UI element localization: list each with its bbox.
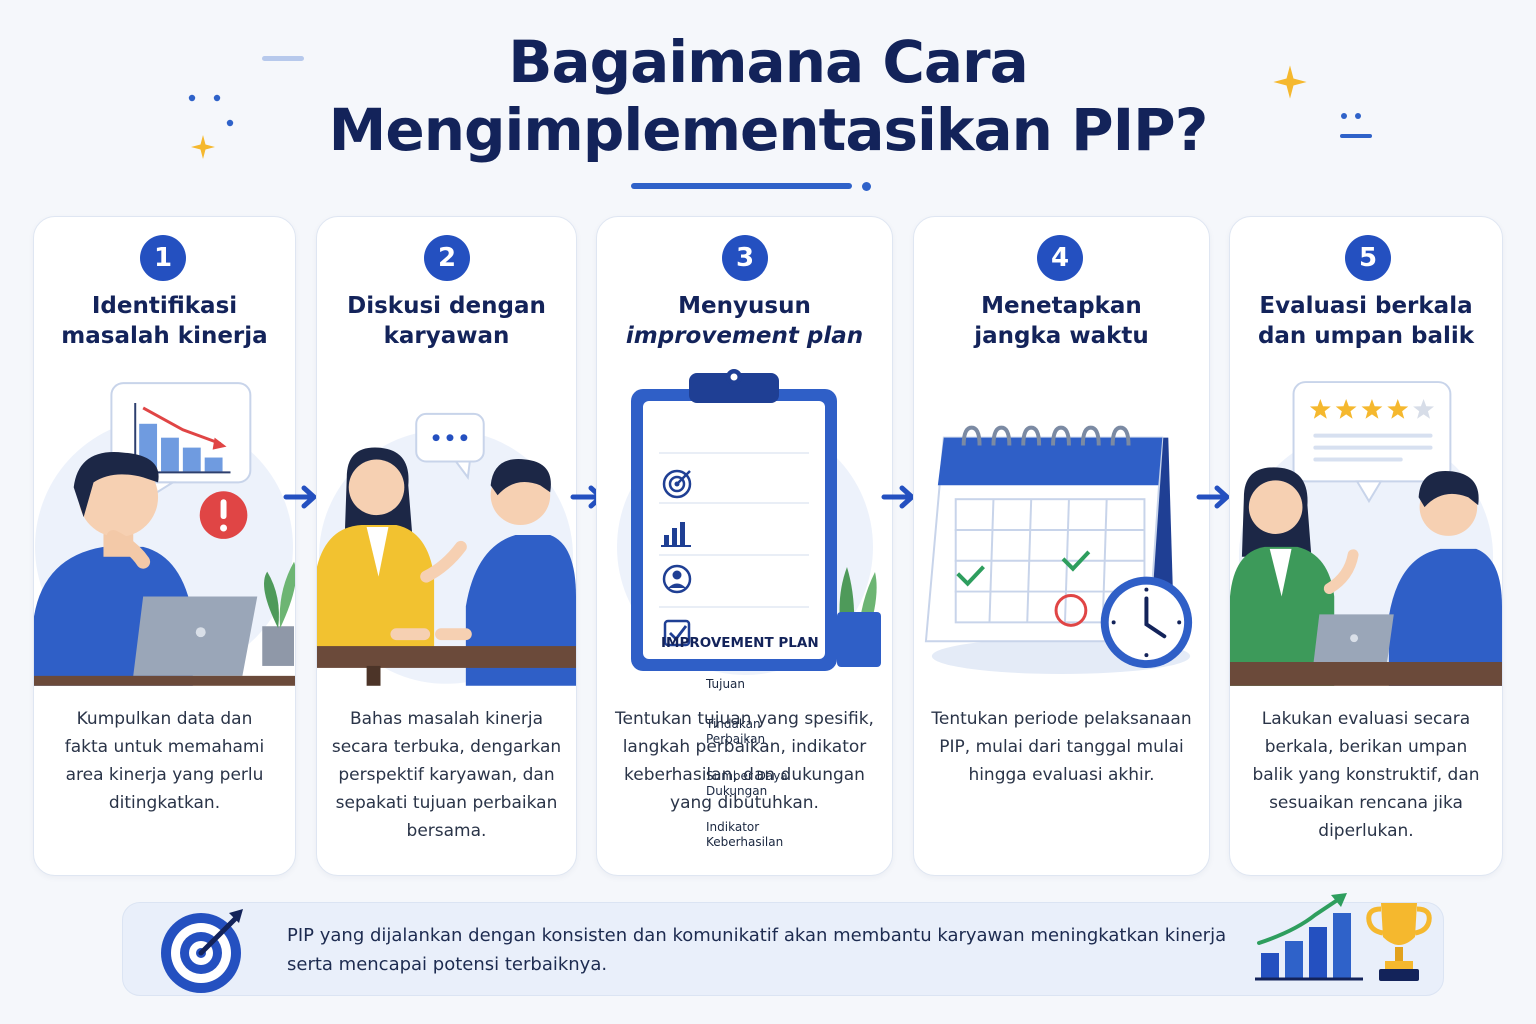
- alert-icon: [199, 491, 248, 539]
- step-title: Diskusi dengan karyawan: [317, 291, 576, 351]
- star-filled-icon: [1361, 398, 1383, 419]
- plan-item-label: Keberhasilan: [706, 835, 784, 849]
- step-title-line: Menetapkan: [981, 293, 1142, 319]
- step-title-line: karyawan: [383, 323, 510, 349]
- chart-bubble-icon: [110, 382, 252, 504]
- step-title: Identifikasi masalah kinerja: [34, 291, 295, 351]
- person-icon: [662, 564, 692, 594]
- step-title-line: dan umpan balik: [1257, 323, 1475, 349]
- illustration-feedback: [1230, 381, 1502, 686]
- star-rating: [1309, 398, 1434, 419]
- step-title-line: improvement plan: [625, 323, 864, 349]
- plan-item-support: Sumber Daya Dukungan: [706, 769, 892, 799]
- illustration-discussion: [317, 412, 576, 686]
- step-card-4: 4 Menetapkan jangka waktu Tentukan p: [913, 216, 1210, 876]
- checkbox-icon: [663, 619, 691, 647]
- arrow-right-icon: [1196, 485, 1230, 509]
- step-title-line: Identifikasi: [91, 293, 238, 319]
- decor-dots-right: [1340, 113, 1372, 138]
- plan-item-goal: Tujuan: [706, 677, 892, 692]
- step-description: Tentukan periode pelaksanaan PIP, mulai …: [931, 709, 1192, 785]
- title-line-1: Bagaimana Cara: [508, 28, 1029, 96]
- star-filled-icon: [1309, 398, 1331, 419]
- growth-chart-icon: [1255, 893, 1363, 981]
- step-card-5: 5 Evaluasi berkala dan umpan balik Lakuk…: [1229, 216, 1503, 876]
- plan-item-label: Perbaikan: [706, 732, 766, 746]
- decor-dots-left: [188, 94, 234, 127]
- step-number-badge: 1: [140, 235, 186, 281]
- sparkle-icon: [1273, 65, 1307, 99]
- illustration-thinking-person: [34, 382, 295, 686]
- step-number-badge: 2: [424, 235, 470, 281]
- title-underline-dot: [862, 182, 871, 191]
- plan-item-label: Sumber Daya: [706, 769, 788, 783]
- illustration-clipboard: IMPROVEMENT PLAN Tujuan Tindakan Perbaik…: [597, 367, 892, 849]
- step-title-line: Menyusun: [678, 293, 811, 319]
- page-title: Bagaimana Cara Mengimplementasikan PIP?: [0, 28, 1536, 164]
- step-description: Tentukan tujuan yang spesifik, langkah p…: [615, 709, 874, 813]
- star-filled-icon: [1387, 398, 1409, 419]
- step-number-badge: 4: [1037, 235, 1083, 281]
- step-card-1: 1 Identifikasi masalah kinerja: [33, 216, 296, 876]
- step-card-3: 3 Menyusun improvement plan: [596, 216, 893, 876]
- arrow-right-icon: [283, 485, 317, 509]
- plan-item-label: Tujuan: [706, 677, 746, 691]
- plan-item-label: Dukungan: [706, 784, 768, 798]
- step-description: Bahas masalah kinerja secara terbuka, de…: [331, 709, 562, 841]
- clock-icon: [1100, 576, 1193, 669]
- bar-chart-icon: [661, 522, 691, 547]
- decor-dash-left: [262, 56, 304, 61]
- plan-item-label: Tindakan: [706, 717, 761, 731]
- sparkle-icon: [191, 135, 215, 159]
- check-icon: [1061, 550, 1091, 572]
- step-title-line: masalah kinerja: [61, 323, 268, 349]
- step-card-2: 2 Diskusi dengan karyawan Bahas masalah …: [316, 216, 577, 876]
- plan-heading: IMPROVEMENT PLAN: [661, 635, 819, 651]
- speech-bubble-icon: [415, 412, 485, 480]
- step-title: Evaluasi berkala dan umpan balik: [1230, 291, 1502, 351]
- step-title-line: jangka waktu: [974, 323, 1149, 349]
- plan-item-actions: Tindakan Perbaikan: [706, 717, 892, 747]
- rating-bubble-icon: [1292, 381, 1452, 504]
- step-title-line: Evaluasi berkala: [1259, 293, 1473, 319]
- calendar-clock-icon: [924, 425, 1193, 675]
- trophy-icon: [1366, 903, 1432, 981]
- step-title-line: Diskusi dengan: [347, 293, 546, 319]
- arrow-right-icon: [881, 485, 915, 509]
- step-number-badge: 3: [722, 235, 768, 281]
- check-icon: [956, 565, 985, 587]
- footer-banner: PIP yang dijalankan dengan konsisten dan…: [122, 893, 1444, 996]
- plan-item-label: Indikator: [706, 820, 760, 834]
- step-title: Menetapkan jangka waktu: [914, 291, 1209, 351]
- target-icon: [662, 469, 692, 499]
- star-empty-icon: [1413, 398, 1434, 419]
- plan-item-indicator: Indikator Keberhasilan: [706, 820, 892, 850]
- step-number-badge: 5: [1345, 235, 1391, 281]
- step-title: Menyusun improvement plan: [597, 291, 892, 351]
- footer-message: PIP yang dijalankan dengan konsisten dan…: [287, 925, 1227, 975]
- title-line-2: Mengimplementasikan PIP?: [328, 96, 1209, 164]
- step-description: Lakukan evaluasi secara berkala, berikan…: [1252, 709, 1480, 841]
- target-arrow-icon: [161, 909, 243, 993]
- step-description: Kumpulkan data dan fakta untuk memahami …: [64, 709, 265, 813]
- star-filled-icon: [1335, 398, 1357, 419]
- title-underline: [631, 183, 852, 189]
